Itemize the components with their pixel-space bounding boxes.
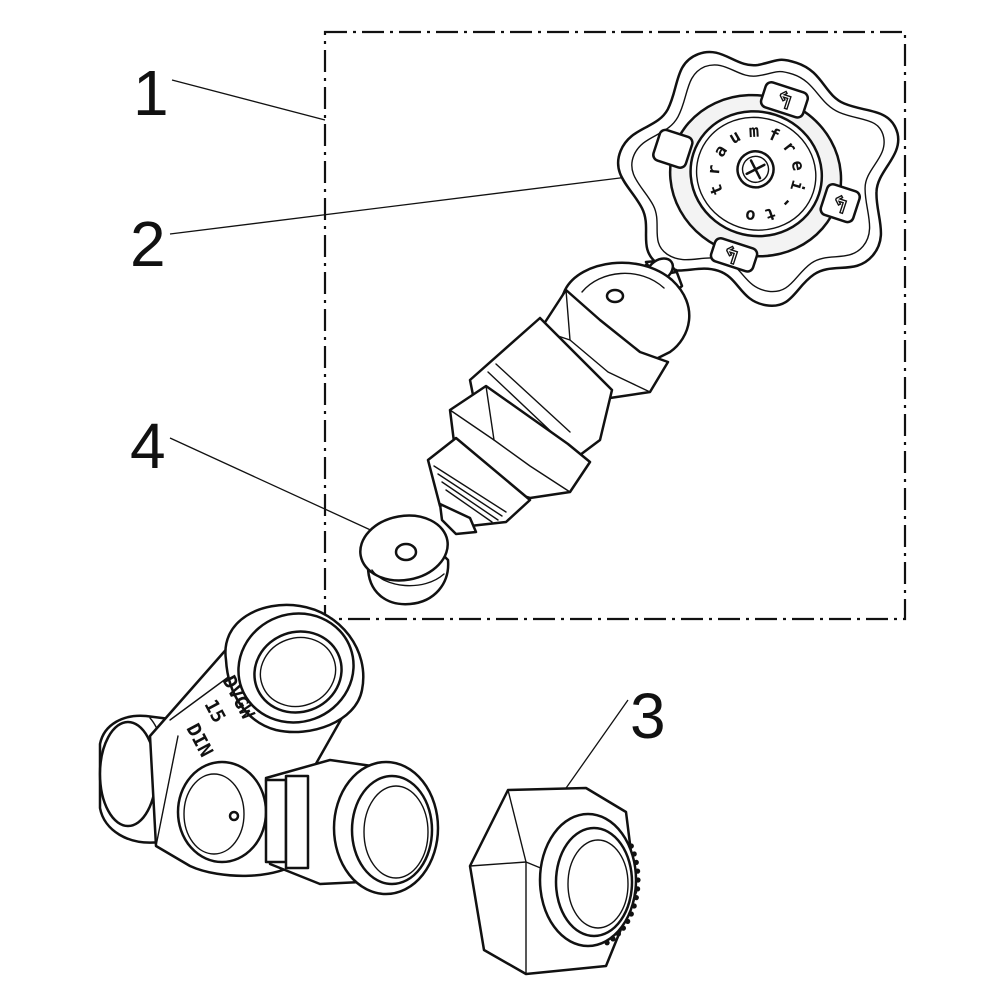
marking-dot xyxy=(604,940,610,946)
marking-dot xyxy=(631,903,637,909)
callout-3: 3 xyxy=(630,680,666,752)
screw-cross-icon xyxy=(745,159,766,180)
callout-4: 4 xyxy=(130,410,166,482)
marking-dot xyxy=(633,895,639,901)
leader-line-4 xyxy=(169,437,389,539)
brand-letter: o xyxy=(744,205,757,226)
valve-body: DVGW 15 DIN xyxy=(98,603,440,896)
marking-dot xyxy=(635,868,641,874)
callout-2: 2 xyxy=(130,208,166,280)
marking-dot xyxy=(628,911,634,917)
brand-letter: m xyxy=(748,122,759,142)
assembly-boundary-frame xyxy=(323,30,907,621)
marking-dot xyxy=(615,931,622,937)
sealing-washer xyxy=(359,514,450,606)
leader-line-2 xyxy=(169,171,669,235)
brand-letter: e xyxy=(787,159,809,173)
marking-dot xyxy=(633,859,639,866)
union-nut-dot-marking xyxy=(604,843,641,946)
callout-1: 1 xyxy=(133,57,169,129)
marking-dot xyxy=(635,886,641,892)
valve-top-insert xyxy=(426,257,691,536)
marking-dot xyxy=(610,936,616,942)
union-nut xyxy=(468,786,641,976)
brand-letter: r xyxy=(704,164,725,176)
marking-dot xyxy=(625,918,631,925)
marking-dot xyxy=(635,877,641,883)
marking-dot xyxy=(628,843,634,849)
leader-line-1 xyxy=(171,79,326,121)
marking-dot xyxy=(631,851,637,857)
marking-dot xyxy=(620,925,627,931)
